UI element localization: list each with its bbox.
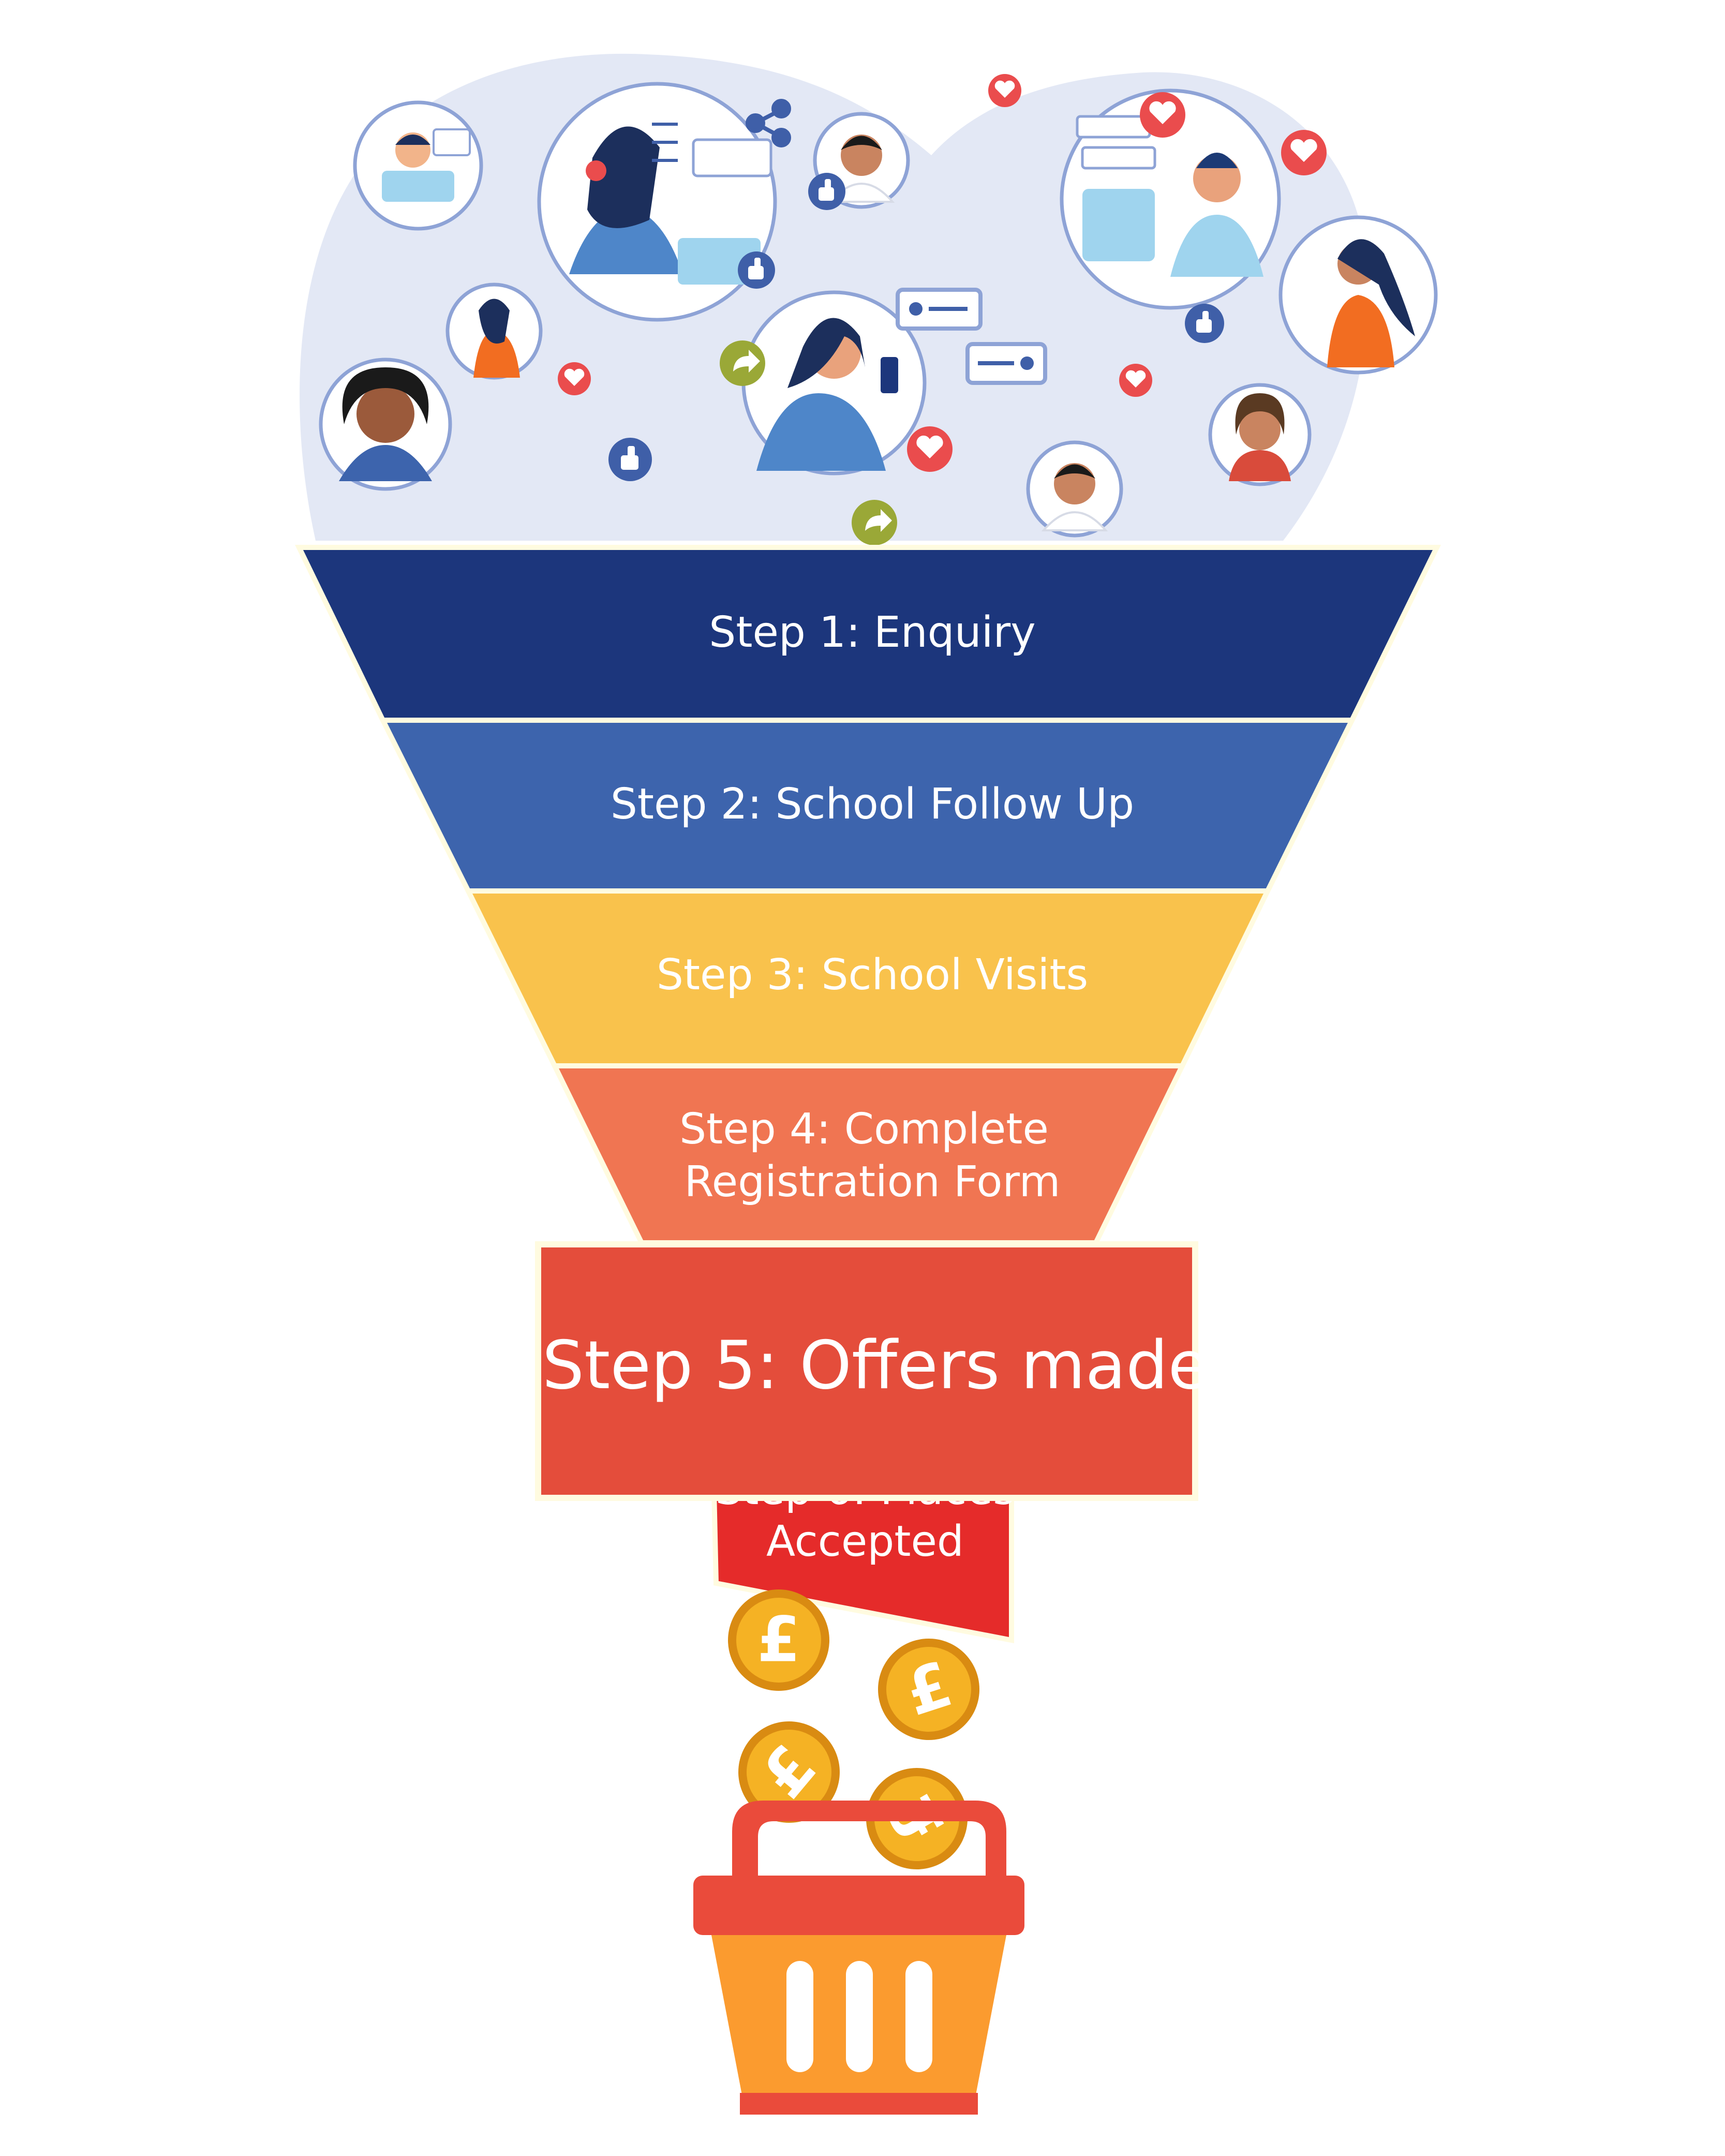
heart-badge-icon	[1281, 130, 1327, 175]
funnel-step-1: Step 1: Enquiry	[295, 545, 1441, 723]
funnel-step-label: Step 4: Complete	[679, 1105, 1049, 1154]
funnel-step-label: Step 3: School Visits	[657, 950, 1088, 1000]
pound-coin-icon: £	[728, 1589, 829, 1691]
shopping-basket-icon	[693, 1801, 1024, 2115]
funnel: Step 1: Enquiry Step 2: School Follow Up…	[295, 545, 1441, 1644]
pound-coin-icon: £	[738, 1721, 840, 1823]
person-circle	[1026, 440, 1123, 538]
funnel-step-shape	[535, 1241, 1198, 1501]
person-circle	[1208, 383, 1312, 486]
funnel-step-4: Step 4: Complete Registration Form	[550, 1063, 1187, 1245]
funnel-step-label: Step 5: Offers made	[542, 1327, 1209, 1404]
like-badge-icon	[1185, 304, 1224, 343]
share-badge-icon	[852, 500, 897, 545]
chat-bubble-icon	[965, 342, 1047, 385]
share-badge-icon	[720, 340, 765, 386]
funnel-step-label: Accepted	[766, 1517, 964, 1566]
person-circle	[353, 100, 483, 231]
person-circle	[1060, 88, 1281, 310]
funnel-step-label: Step 2: School Follow Up	[611, 780, 1134, 829]
heart-badge-icon	[558, 362, 591, 395]
funnel-step-shape	[550, 1063, 1187, 1245]
basket-base	[740, 2093, 978, 2115]
person-circle	[1278, 215, 1438, 375]
funnel-step-5: Step 5: Offers made	[535, 1241, 1209, 1501]
heart-badge-icon	[1140, 92, 1185, 138]
person-circle	[741, 290, 927, 475]
funnel-step-2: Step 2: School Follow Up	[378, 718, 1357, 894]
funnel-step-label: Step 1: Enquiry	[709, 608, 1035, 657]
pound-coin-icon: £	[878, 1639, 979, 1740]
person-circle	[319, 358, 452, 491]
person-circle	[537, 82, 777, 322]
like-badge-icon	[808, 173, 845, 210]
share-network-icon	[746, 99, 791, 147]
like-badge-icon	[738, 251, 775, 289]
svg-text:£: £	[757, 1604, 800, 1676]
heart-badge-icon	[1119, 364, 1152, 397]
people-illustration	[300, 53, 1438, 545]
chat-bubble-icon	[896, 288, 983, 331]
funnel-step-3: Step 3: School Visits	[464, 888, 1272, 1068]
heart-badge-icon	[988, 74, 1021, 107]
heart-badge-icon	[907, 426, 953, 472]
coins: £ £ £ £	[728, 1589, 979, 1869]
funnel-step-label: Registration Form	[684, 1157, 1060, 1207]
basket-rim	[693, 1876, 1024, 1935]
basket-handle	[732, 1801, 1006, 1889]
like-badge-icon	[608, 438, 652, 481]
person-circle	[445, 282, 543, 380]
